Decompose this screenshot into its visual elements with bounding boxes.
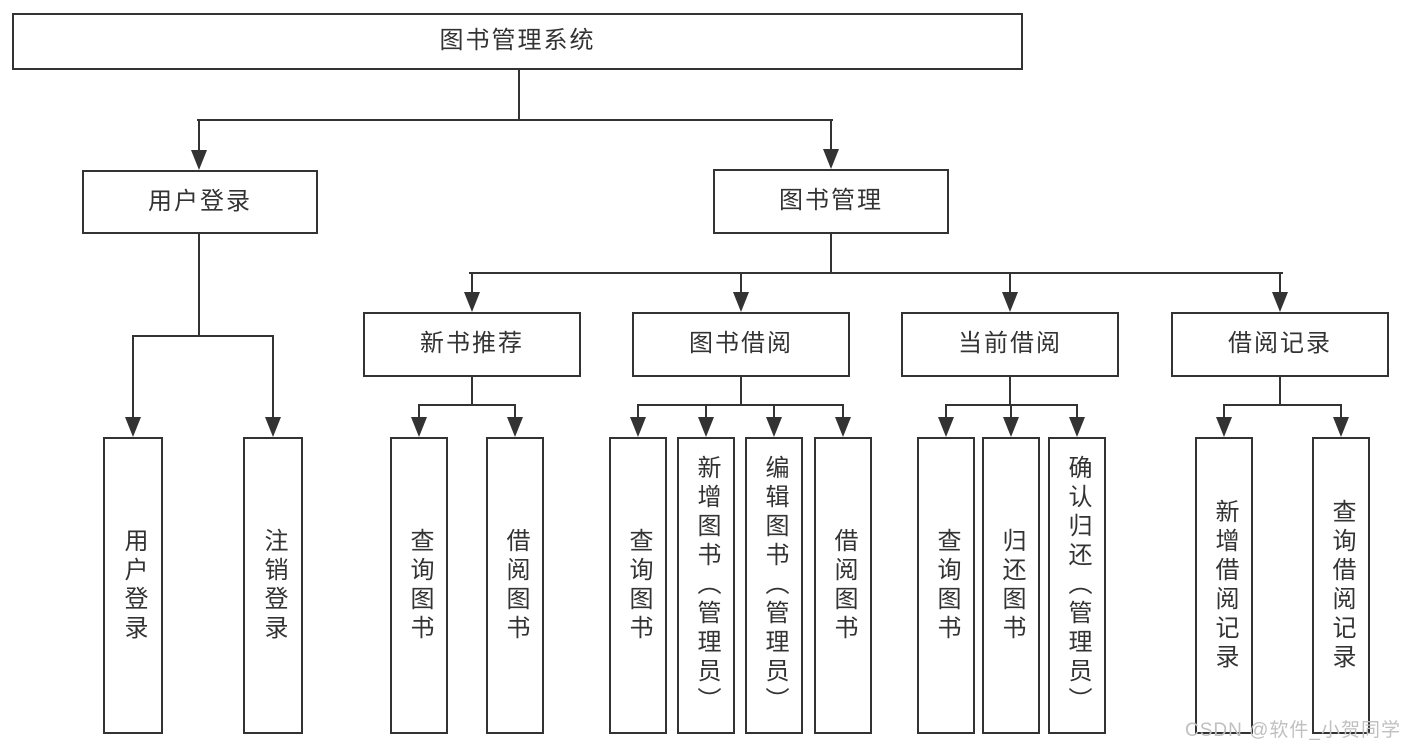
connector-line <box>132 335 274 337</box>
node-query-books-recommend: 查询图书 <box>390 437 448 734</box>
arrow-down-icon <box>125 417 141 437</box>
connector-line <box>518 69 520 121</box>
arrow-down-icon <box>1272 292 1288 312</box>
node-return-book: 归还图书 <box>982 437 1040 734</box>
node-borrow-books-leaf: 借阅图书 <box>814 437 872 734</box>
connector-line <box>1009 273 1011 293</box>
node-borrow-records: 借阅记录 <box>1171 312 1389 377</box>
connector-line <box>637 404 844 406</box>
connector-line <box>945 405 947 418</box>
arrow-down-icon <box>733 292 749 312</box>
connector-line <box>740 273 742 293</box>
connector-line <box>1010 405 1012 418</box>
arrow-down-icon <box>766 417 782 437</box>
node-book-borrow: 图书借阅 <box>632 312 850 377</box>
connector-line <box>830 120 832 151</box>
node-confirm-return-admin: 确认归还（管理员） <box>1048 437 1106 734</box>
connector-line <box>1223 404 1342 406</box>
connector-line <box>1076 405 1078 418</box>
node-book-management-system: 图书管理系统 <box>12 13 1023 70</box>
node-user-login: 用户登录 <box>82 170 318 234</box>
node-query-borrow-record: 查询借阅记录 <box>1312 437 1370 734</box>
connector-line <box>198 233 200 337</box>
arrow-down-icon <box>1002 292 1018 312</box>
connector-line <box>514 405 516 418</box>
node-query-books-current: 查询图书 <box>917 437 975 734</box>
node-borrow-books-recommend: 借阅图书 <box>486 437 544 734</box>
csdn-watermark: CSDN @软件_小贺同学 <box>1185 720 1401 741</box>
node-edit-book-admin: 编辑图书（管理员） <box>745 437 803 734</box>
connector-line <box>469 272 1283 274</box>
connector-line <box>272 336 274 418</box>
connector-line <box>1340 405 1342 418</box>
connector-line <box>637 405 639 418</box>
node-user-login-leaf: 用户登录 <box>103 437 163 734</box>
connector-line <box>705 405 707 418</box>
arrow-down-icon <box>1216 417 1232 437</box>
connector-line <box>418 405 420 418</box>
connector-line <box>471 273 473 293</box>
arrow-down-icon <box>191 150 207 170</box>
connector-line <box>198 120 200 151</box>
arrow-down-icon <box>464 292 480 312</box>
connector-line <box>1279 273 1281 293</box>
node-new-book-recommend: 新书推荐 <box>363 312 581 377</box>
arrow-down-icon <box>835 417 851 437</box>
connector-line <box>471 377 473 406</box>
arrow-down-icon <box>411 417 427 437</box>
arrow-down-icon <box>507 417 523 437</box>
node-add-book-admin: 新增图书（管理员） <box>677 437 735 734</box>
arrow-down-icon <box>1003 417 1019 437</box>
node-query-books-borrow: 查询图书 <box>609 437 667 734</box>
connector-line <box>197 119 833 121</box>
connector-line <box>773 405 775 418</box>
arrow-down-icon <box>265 417 281 437</box>
node-current-borrow: 当前借阅 <box>901 312 1119 377</box>
connector-line <box>1279 377 1281 406</box>
node-add-borrow-record: 新增借阅记录 <box>1195 437 1253 734</box>
connector-line <box>1223 405 1225 418</box>
arrow-down-icon <box>938 417 954 437</box>
connector-line <box>418 404 516 406</box>
node-logout-leaf: 注销登录 <box>243 437 303 734</box>
connector-line <box>132 336 134 418</box>
connector-line <box>740 377 742 406</box>
arrow-down-icon <box>698 417 714 437</box>
node-book-management: 图书管理 <box>713 169 949 234</box>
arrow-down-icon <box>630 417 646 437</box>
connector-line <box>1009 377 1011 406</box>
connector-line <box>830 234 832 274</box>
arrow-down-icon <box>1069 417 1085 437</box>
connector-line <box>842 405 844 418</box>
arrow-down-icon <box>1333 417 1349 437</box>
arrow-down-icon <box>823 149 839 169</box>
